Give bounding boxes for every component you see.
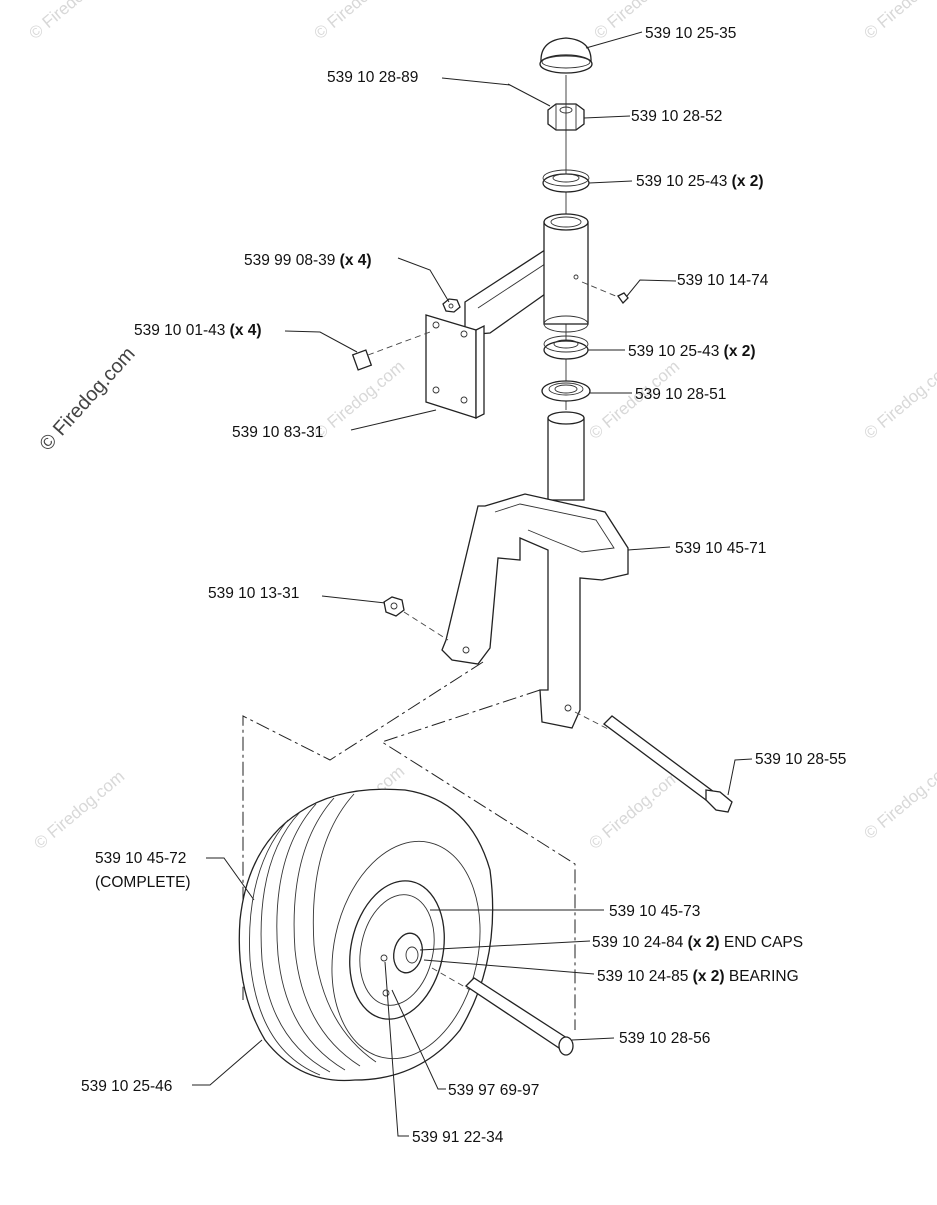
label-castle-nut: 539 10 28-52 bbox=[631, 108, 722, 125]
cotter-pin bbox=[507, 83, 551, 107]
label-flange-nut: 539 99 08-39 (x 4) bbox=[244, 252, 372, 269]
mounting-bracket bbox=[425, 213, 589, 420]
label-wheel-axle: 539 10 28-56 bbox=[619, 1030, 710, 1047]
watermark: © Firedog.com bbox=[860, 757, 937, 843]
caster-fork bbox=[441, 411, 629, 729]
label-hex-bolt: 539 10 01-43 (x 4) bbox=[134, 322, 262, 339]
label-locknut: 539 10 13-31 bbox=[208, 585, 299, 602]
watermark: © Firedog.com bbox=[585, 767, 683, 853]
castle-nut bbox=[547, 103, 585, 131]
wheel-assembly bbox=[238, 788, 494, 1082]
dust-cap bbox=[539, 37, 593, 74]
label-bearing: 539 10 24-85 (x 2) BEARING bbox=[597, 968, 799, 985]
watermark: © Firedog.com bbox=[860, 0, 937, 43]
watermark: © Firedog.com bbox=[860, 357, 937, 443]
leader-lines bbox=[192, 31, 753, 1137]
wheel-axle bbox=[431, 967, 574, 1056]
label-fitting: 539 91 22-34 bbox=[412, 1129, 504, 1146]
watermark-main: © Firedog.com bbox=[35, 343, 139, 455]
watermark: © Firedog.com bbox=[310, 0, 408, 43]
label-bearing-lower: 539 10 25-43 (x 2) bbox=[628, 343, 756, 360]
label-wheel-complete-note: (COMPLETE) bbox=[95, 874, 191, 891]
bearing-lower bbox=[543, 335, 589, 360]
locknut bbox=[383, 596, 449, 641]
watermark-group: © Firedog.com © Firedog.com © Firedog.co… bbox=[25, 0, 937, 853]
label-tire: 539 10 25-46 bbox=[81, 1078, 172, 1095]
hex-bolt bbox=[351, 331, 431, 371]
label-cotter-pin: 539 10 28-89 bbox=[327, 69, 418, 86]
grease-fitting bbox=[581, 281, 629, 305]
label-valve: 539 97 69-97 bbox=[448, 1082, 539, 1099]
label-bearing-upper: 539 10 25-43 (x 2) bbox=[636, 173, 764, 190]
label-end-caps: 539 10 24-84 (x 2) END CAPS bbox=[592, 934, 803, 951]
axle-bolt bbox=[574, 711, 733, 813]
label-mounting-bracket: 539 10 83-31 bbox=[232, 424, 323, 441]
seal bbox=[541, 380, 591, 402]
part-labels: 539 10 25-35 539 10 28-89 539 10 28-52 5… bbox=[81, 25, 846, 1146]
watermark: © Firedog.com bbox=[30, 767, 128, 853]
watermark: © Firedog.com bbox=[25, 0, 123, 43]
flange-nut bbox=[442, 298, 461, 313]
label-dust-cap: 539 10 25-35 bbox=[645, 25, 736, 42]
label-caster-fork: 539 10 45-71 bbox=[675, 540, 766, 557]
assembly-path-line bbox=[380, 689, 576, 1030]
label-rim: 539 10 45-73 bbox=[609, 903, 700, 920]
label-wheel-complete: 539 10 45-72 bbox=[95, 850, 186, 867]
label-grease-fitting: 539 10 14-74 bbox=[677, 272, 769, 289]
assembly-path-line bbox=[242, 661, 484, 1000]
label-axle-bolt: 539 10 28-55 bbox=[755, 751, 846, 768]
label-seal: 539 10 28-51 bbox=[635, 386, 726, 403]
